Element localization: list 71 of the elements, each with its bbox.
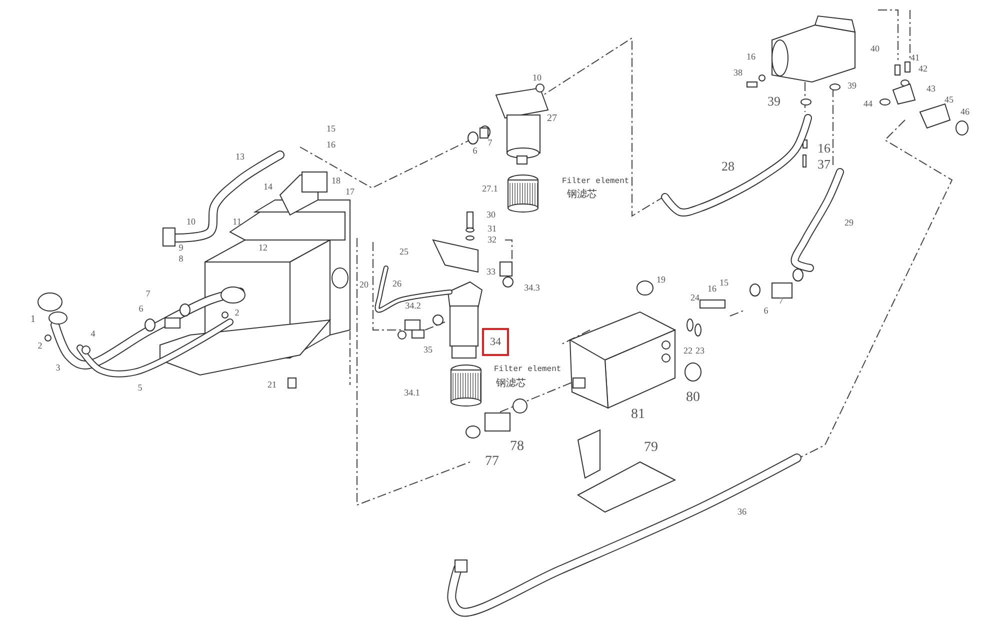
callout-number: 16	[818, 142, 830, 154]
callout-number: 4	[90, 330, 96, 338]
callout-number: 77	[485, 455, 499, 469]
callout-number: 1	[30, 315, 36, 325]
callout-number: 79	[644, 441, 658, 455]
callout-number: 35	[424, 346, 432, 354]
callout-number: 27.1	[482, 184, 498, 194]
callout-number: 6	[472, 146, 478, 156]
callout-number: 42	[918, 64, 928, 74]
callout-number: 39	[768, 94, 780, 108]
callout-number: 19	[656, 276, 666, 284]
callout-number: 41	[910, 54, 920, 62]
highlight-box	[482, 328, 509, 356]
callout-number: 7	[146, 290, 150, 298]
callout-number: 16	[326, 140, 336, 150]
callout-number: 34	[490, 336, 501, 348]
callout-number: 16	[708, 284, 716, 294]
callout-number: 15	[720, 278, 728, 288]
callout-number: 34.1	[404, 388, 420, 398]
callout-number: 9	[178, 244, 184, 252]
callout-number: 14	[264, 182, 272, 192]
callout-number: 15	[326, 124, 336, 134]
callout-number: 28	[722, 160, 734, 172]
callout-number: 23	[696, 346, 704, 356]
callout-number: 40	[870, 44, 880, 54]
callout-number: 30	[486, 210, 496, 220]
callout-number: 13	[236, 152, 244, 162]
callout-number: 2	[38, 342, 42, 350]
callout-number: 11	[232, 218, 242, 226]
callout-number: 2	[234, 308, 240, 318]
callout-number: 10	[186, 218, 196, 226]
callout-number: 39	[848, 82, 856, 90]
callout-number: 38	[734, 68, 742, 78]
callout-number: 37	[818, 158, 830, 170]
callout-number: 8	[178, 254, 184, 264]
callout-number: 81	[631, 408, 645, 422]
callout-number: 26	[392, 280, 402, 288]
callout-number: 80	[686, 391, 700, 405]
part-name: 钢滤芯	[567, 190, 597, 200]
part-name: Filter element	[494, 366, 562, 374]
callout-number: 29	[844, 218, 854, 228]
callout-number: 43	[926, 84, 936, 94]
callout-number: 7	[488, 138, 492, 148]
callout-number: 21	[268, 380, 276, 390]
callout-number: 22	[684, 346, 692, 356]
callout-number: 24	[690, 294, 700, 302]
callout-number: 6	[764, 306, 768, 316]
part-name: 钢滤芯	[496, 379, 526, 389]
callout-number: 17	[346, 188, 354, 196]
callout-number: 27	[547, 114, 557, 124]
callout-number: 3	[56, 364, 60, 372]
callout-number: 20	[360, 280, 368, 290]
callout-number: 32	[488, 236, 496, 244]
callout-number: 31	[488, 224, 496, 234]
callout-number: 25	[400, 248, 408, 256]
callout-number: 36	[738, 508, 746, 516]
callout-number: 34.2	[405, 302, 421, 310]
part-name: Filter element	[562, 178, 630, 186]
callout-number: 7	[778, 296, 784, 306]
callout-number: 44	[864, 100, 872, 108]
callout-number: 12	[258, 244, 268, 252]
callout-number: 10	[532, 74, 542, 82]
callout-number: 18	[332, 176, 340, 186]
callout-number: 78	[510, 440, 524, 454]
callout-number: 45	[944, 96, 954, 104]
callout-number: 34.3	[524, 284, 540, 292]
callout-number: 46	[960, 108, 970, 116]
callout-number: 33	[486, 268, 496, 276]
callout-number: 6	[138, 304, 144, 314]
callout-number: 16	[746, 52, 756, 62]
callout-number: 5	[138, 384, 142, 392]
